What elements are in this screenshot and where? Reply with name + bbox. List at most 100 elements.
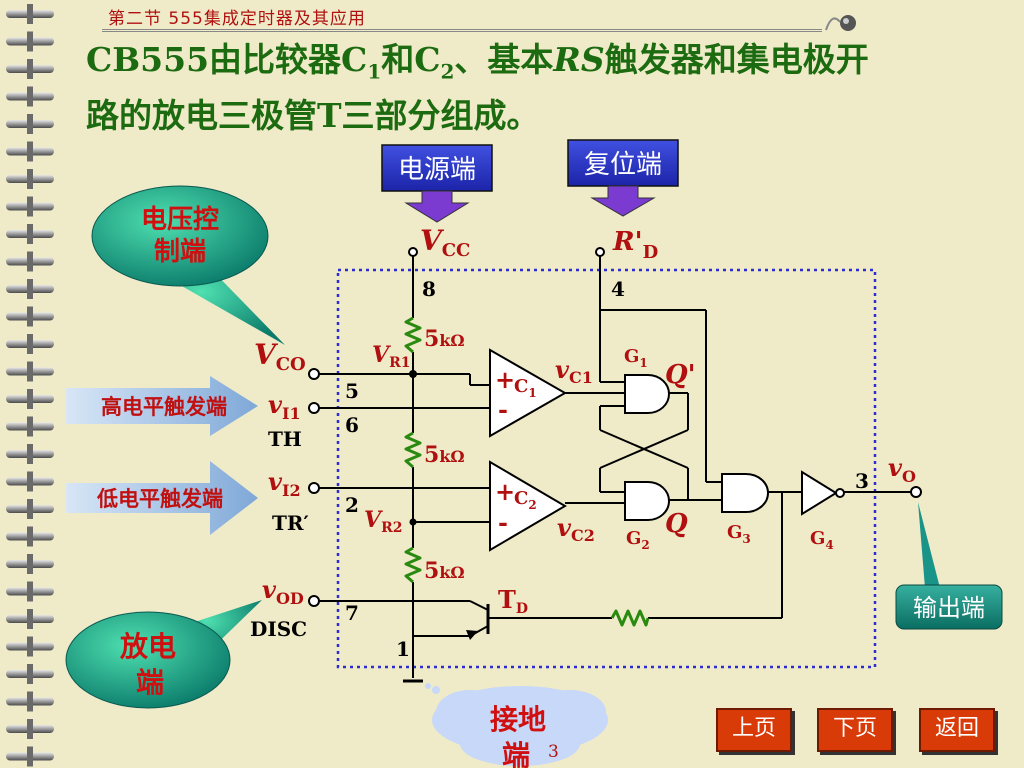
- terminal-vi2: [308, 482, 320, 494]
- r3-label: 5kΩ: [424, 558, 465, 584]
- wires: [318, 256, 912, 683]
- heading-line-2: 路的放电三极管T三部分组成。: [86, 95, 540, 135]
- vi2-label: vI2: [268, 467, 301, 500]
- resistor-base: [610, 609, 650, 627]
- c2-minus: -: [498, 508, 508, 537]
- binding-post: [27, 361, 33, 382]
- binding-post: [27, 279, 33, 299]
- binding-post: [27, 581, 33, 602]
- vcc-label: VCC: [420, 224, 470, 261]
- vc2-label: vC2: [557, 513, 595, 545]
- prev-page-button[interactable]: 上页: [716, 708, 792, 752]
- pin-6: 6: [345, 413, 359, 437]
- c1-label: C1: [514, 376, 537, 400]
- binding-post: [27, 526, 33, 547]
- pin-2: 2: [345, 493, 359, 517]
- vc1-label: vC1: [555, 355, 593, 387]
- binding-post: [27, 196, 33, 217]
- g2-label: G2: [626, 528, 650, 552]
- pin-icon: [825, 15, 856, 31]
- c2-plus: +: [495, 477, 515, 506]
- pin-4: 4: [611, 277, 625, 301]
- terminal-rd: [595, 247, 605, 257]
- pin-5: 5: [345, 379, 359, 403]
- binding-post: [27, 664, 33, 684]
- vco-label: VCO: [254, 338, 306, 375]
- binding-post: [27, 169, 33, 189]
- heading: CB555由比较器C1和C2、基本RS触发器和集电极开 路的放电三极管T三部分组…: [86, 38, 986, 138]
- gate-g1: [624, 374, 670, 414]
- rd-label: R'D: [612, 227, 658, 263]
- spiral-binding: [6, 4, 54, 767]
- chip-boundary: [336, 268, 877, 669]
- r2-label: 5kΩ: [424, 442, 465, 468]
- binding-post: [27, 141, 33, 162]
- pin-3: 3: [855, 469, 869, 493]
- back-button[interactable]: 返回: [919, 708, 995, 752]
- heading-line-1: CB555由比较器C1和C2、基本RS触发器和集电极开: [86, 40, 869, 84]
- header-title: 第二节 555集成定时器及其应用: [108, 9, 366, 29]
- q-label: Q: [665, 509, 688, 539]
- c2-label: C2: [514, 488, 537, 512]
- terminal-vcc: [408, 247, 418, 257]
- power-arrow-icon: [404, 190, 470, 223]
- binding-post: [27, 636, 33, 657]
- vi1-label: vI1: [268, 390, 301, 423]
- voltage-control-text-1: 电压控: [141, 205, 219, 235]
- th-label: TH: [268, 427, 302, 451]
- vr1-label: VR1: [372, 342, 410, 371]
- c1-plus: +: [495, 365, 515, 394]
- resistor-2: [404, 431, 422, 469]
- junction-dot: [409, 370, 417, 378]
- r1-label: 5kΩ: [424, 326, 465, 352]
- resistor-3: [404, 546, 422, 584]
- binding-post: [27, 499, 33, 519]
- binding-post: [27, 306, 33, 327]
- vod-label: vOD: [262, 575, 304, 608]
- gate-g3: [721, 473, 769, 513]
- low-trigger-callout: 低电平触发端: [66, 461, 258, 535]
- high-trigger-callout: 高电平触发端: [66, 376, 258, 436]
- emitter-arrow-icon: [466, 630, 478, 640]
- binding-post: [27, 4, 33, 24]
- binding-post: [27, 389, 33, 409]
- voltage-control-text-2: 制端: [154, 237, 206, 267]
- pin-7: 7: [345, 601, 359, 625]
- binding-post: [27, 114, 33, 134]
- binding-post: [27, 554, 33, 574]
- g4-label: G4: [810, 528, 834, 552]
- binding-post: [27, 746, 33, 767]
- gate-g2: [624, 481, 670, 521]
- next-page-button[interactable]: 下页: [817, 708, 893, 752]
- gate-g4: [801, 470, 838, 516]
- binding-post: [27, 416, 33, 437]
- output-callout: 输出端: [895, 502, 1003, 630]
- resistor-1: [404, 316, 422, 354]
- pin-1: 1: [396, 637, 410, 661]
- terminal-vco: [308, 368, 320, 380]
- power-callout: 电源端: [381, 144, 493, 223]
- header-rule: [102, 29, 822, 32]
- vr2-label: VR2: [364, 507, 402, 536]
- binding-post: [27, 719, 33, 739]
- binding-post: [27, 251, 33, 272]
- binding-post: [27, 86, 33, 107]
- ground-callout: 接地 端: [425, 683, 608, 768]
- binding-post: [27, 31, 33, 52]
- low-trigger-text: 低电平触发端: [96, 486, 223, 511]
- terminals: [308, 247, 922, 607]
- binding-post: [27, 471, 33, 492]
- discharge-text-1: 放电: [119, 630, 176, 663]
- comparator-c1: [489, 348, 568, 438]
- pin-8: 8: [422, 277, 436, 301]
- binding-post: [27, 691, 33, 712]
- junction-dot: [409, 518, 417, 526]
- binding-post: [27, 444, 33, 464]
- vo-label: vO: [888, 453, 916, 486]
- disc-label: DISC: [250, 617, 307, 641]
- td-label: TD: [498, 585, 528, 617]
- ground-text-2: 端: [502, 739, 530, 768]
- terminal-vod: [308, 595, 320, 607]
- terminal-vi1: [308, 402, 320, 414]
- ground-text-1: 接地: [490, 703, 546, 736]
